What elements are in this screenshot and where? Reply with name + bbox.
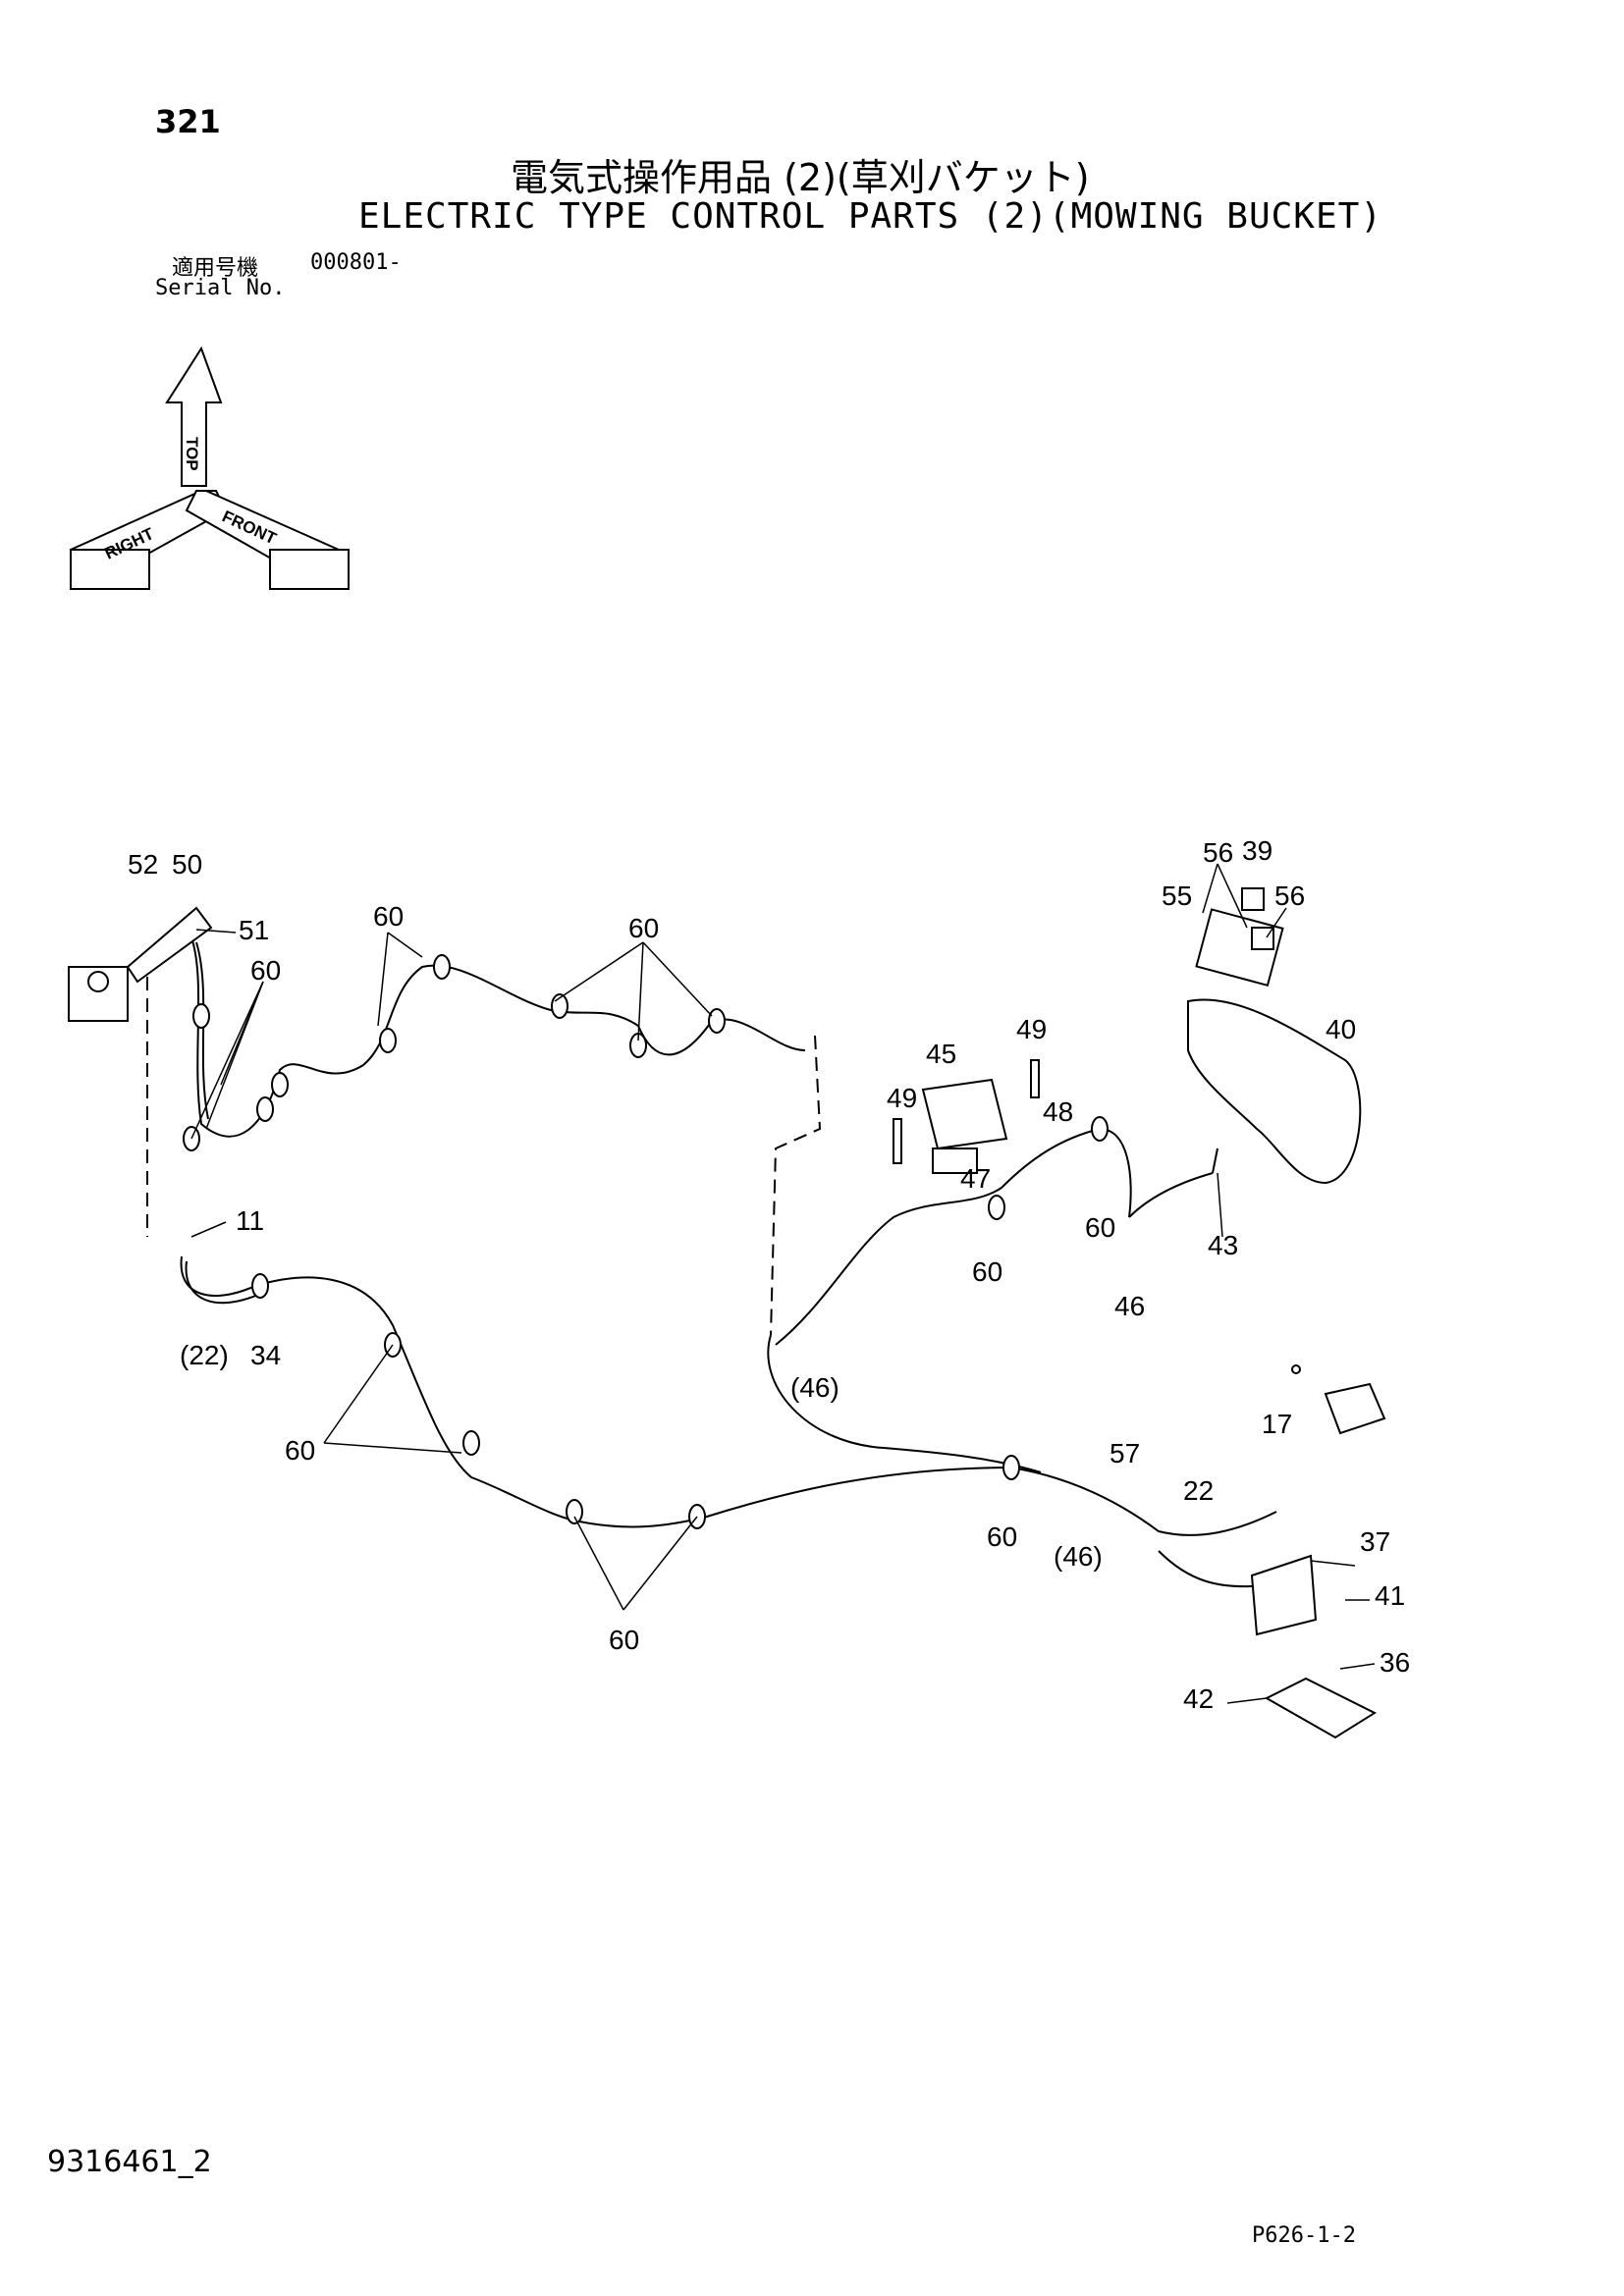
callout-49-b: 49 (887, 1083, 917, 1113)
callout-60-d: 60 (285, 1435, 315, 1466)
callout-47: 47 (960, 1163, 991, 1194)
callout-60-b: 60 (373, 901, 404, 932)
callout-60-a: 60 (250, 955, 281, 986)
callout-17: 17 (1262, 1409, 1292, 1439)
title-english: ELECTRIC TYPE CONTROL PARTS (2)(MOWING B… (358, 196, 1382, 237)
callout-40: 40 (1326, 1014, 1356, 1044)
serial-value: 000801- (310, 250, 402, 275)
callout-60-e: 60 (609, 1625, 639, 1655)
serial-label-japanese: 適用号機 (172, 256, 259, 281)
callout-51: 51 (239, 915, 269, 945)
callout-37: 37 (1360, 1526, 1390, 1557)
callout-56-b: 56 (1274, 881, 1305, 911)
document-number: 9316461_2 (47, 2145, 212, 2179)
callout-57: 57 (1110, 1438, 1140, 1468)
callout-60-f: 60 (972, 1256, 1002, 1287)
cable-clips (183, 954, 1109, 1529)
solenoid-block-17 (1291, 1364, 1386, 1435)
callout-52: 52 (128, 849, 158, 880)
leader-lines (190, 863, 1376, 1704)
callout-50: 50 (172, 849, 202, 880)
callout-46-parenthesized-a: (46) (790, 1372, 839, 1403)
callout-60-c: 60 (628, 913, 659, 943)
callout-42: 42 (1183, 1683, 1214, 1714)
callout-41: 41 (1375, 1580, 1405, 1611)
callout-48: 48 (1043, 1096, 1073, 1127)
callout-45: 45 (926, 1039, 956, 1069)
callout-34: 34 (250, 1340, 281, 1370)
joystick-switch-assembly (68, 906, 213, 1022)
callout-39: 39 (1242, 835, 1272, 866)
relay-bracket-45 (893, 1059, 1040, 1174)
wire-harness (146, 936, 1277, 1588)
callout-46: 46 (1114, 1291, 1145, 1321)
callout-36: 36 (1380, 1647, 1410, 1678)
callout-49-a: 49 (1016, 1014, 1047, 1044)
title-japanese: 電気式操作用品 (2)(草刈バケット) (511, 156, 1090, 199)
callout-11: 11 (236, 1205, 264, 1236)
callout-55: 55 (1162, 881, 1192, 911)
page-code: P626-1-2 (1252, 2223, 1356, 2248)
orientation-top-label: TOP (183, 437, 201, 471)
callout-56-a: 56 (1203, 837, 1233, 868)
callout-60-g: 60 (1085, 1212, 1115, 1243)
callout-43: 43 (1208, 1230, 1238, 1260)
page-number: 321 (155, 103, 221, 140)
callout-46-parenthesized-b: (46) (1054, 1541, 1103, 1572)
callout-22-parenthesized: (22) (180, 1340, 229, 1370)
callout-60-h: 60 (987, 1522, 1017, 1552)
console-box-40 (1187, 887, 1362, 1185)
serial-label-english: Serial No. (155, 276, 286, 300)
callout-22: 22 (1183, 1475, 1214, 1506)
bucket-controller-41 (1250, 1554, 1378, 1739)
orientation-indicator (69, 346, 350, 590)
